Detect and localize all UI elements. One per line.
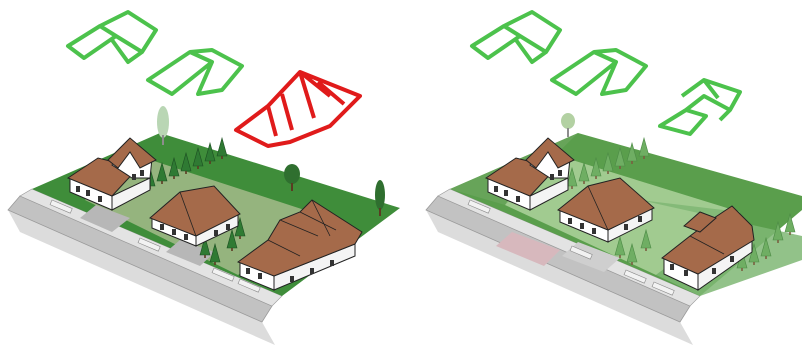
roof-outline-stroke bbox=[148, 50, 242, 94]
roof-outline-stroke bbox=[552, 50, 646, 94]
scene-before bbox=[8, 12, 400, 345]
roof-outline-stroke bbox=[660, 80, 740, 134]
scene-after bbox=[426, 12, 802, 345]
roof-outline-3 bbox=[660, 80, 740, 134]
roof-outline-3 bbox=[236, 72, 360, 146]
roof-outline-stroke bbox=[236, 72, 360, 146]
roof-outline-1 bbox=[68, 12, 156, 62]
round-tree bbox=[561, 113, 575, 137]
roof-outline-1 bbox=[472, 12, 560, 62]
roof-outline-2 bbox=[148, 50, 242, 94]
roof-outline-stroke bbox=[472, 12, 560, 62]
roof-outline-stroke bbox=[68, 12, 156, 62]
roof-outline-2 bbox=[552, 50, 646, 94]
